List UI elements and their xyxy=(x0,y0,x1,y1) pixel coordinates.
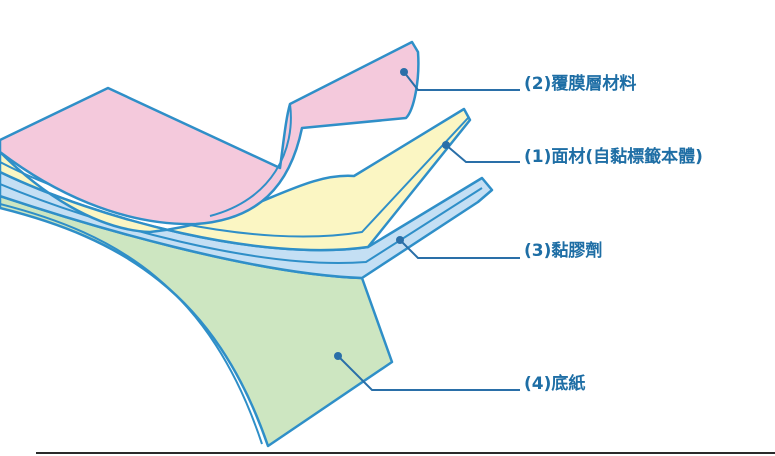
facestock-label: (1)面材(自黏標籤本體) xyxy=(524,147,703,167)
overlaminate-layer xyxy=(0,40,420,226)
leader-facestock xyxy=(442,141,520,163)
overlaminate-curl-line xyxy=(209,103,292,217)
liner-label: (4)底紙 xyxy=(524,374,586,394)
leader-adhesive xyxy=(396,236,520,259)
adhesive-label: (3)黏膠劑 xyxy=(524,241,603,261)
leader-overlaminate xyxy=(400,68,520,91)
facestock-layer xyxy=(0,107,472,252)
liner-edge-line xyxy=(0,203,263,445)
leader-liner xyxy=(334,352,520,391)
bottom-divider xyxy=(36,452,775,454)
overlaminate-label: (2)覆膜層材料 xyxy=(524,74,637,94)
adhesive-edge-line xyxy=(0,183,483,264)
